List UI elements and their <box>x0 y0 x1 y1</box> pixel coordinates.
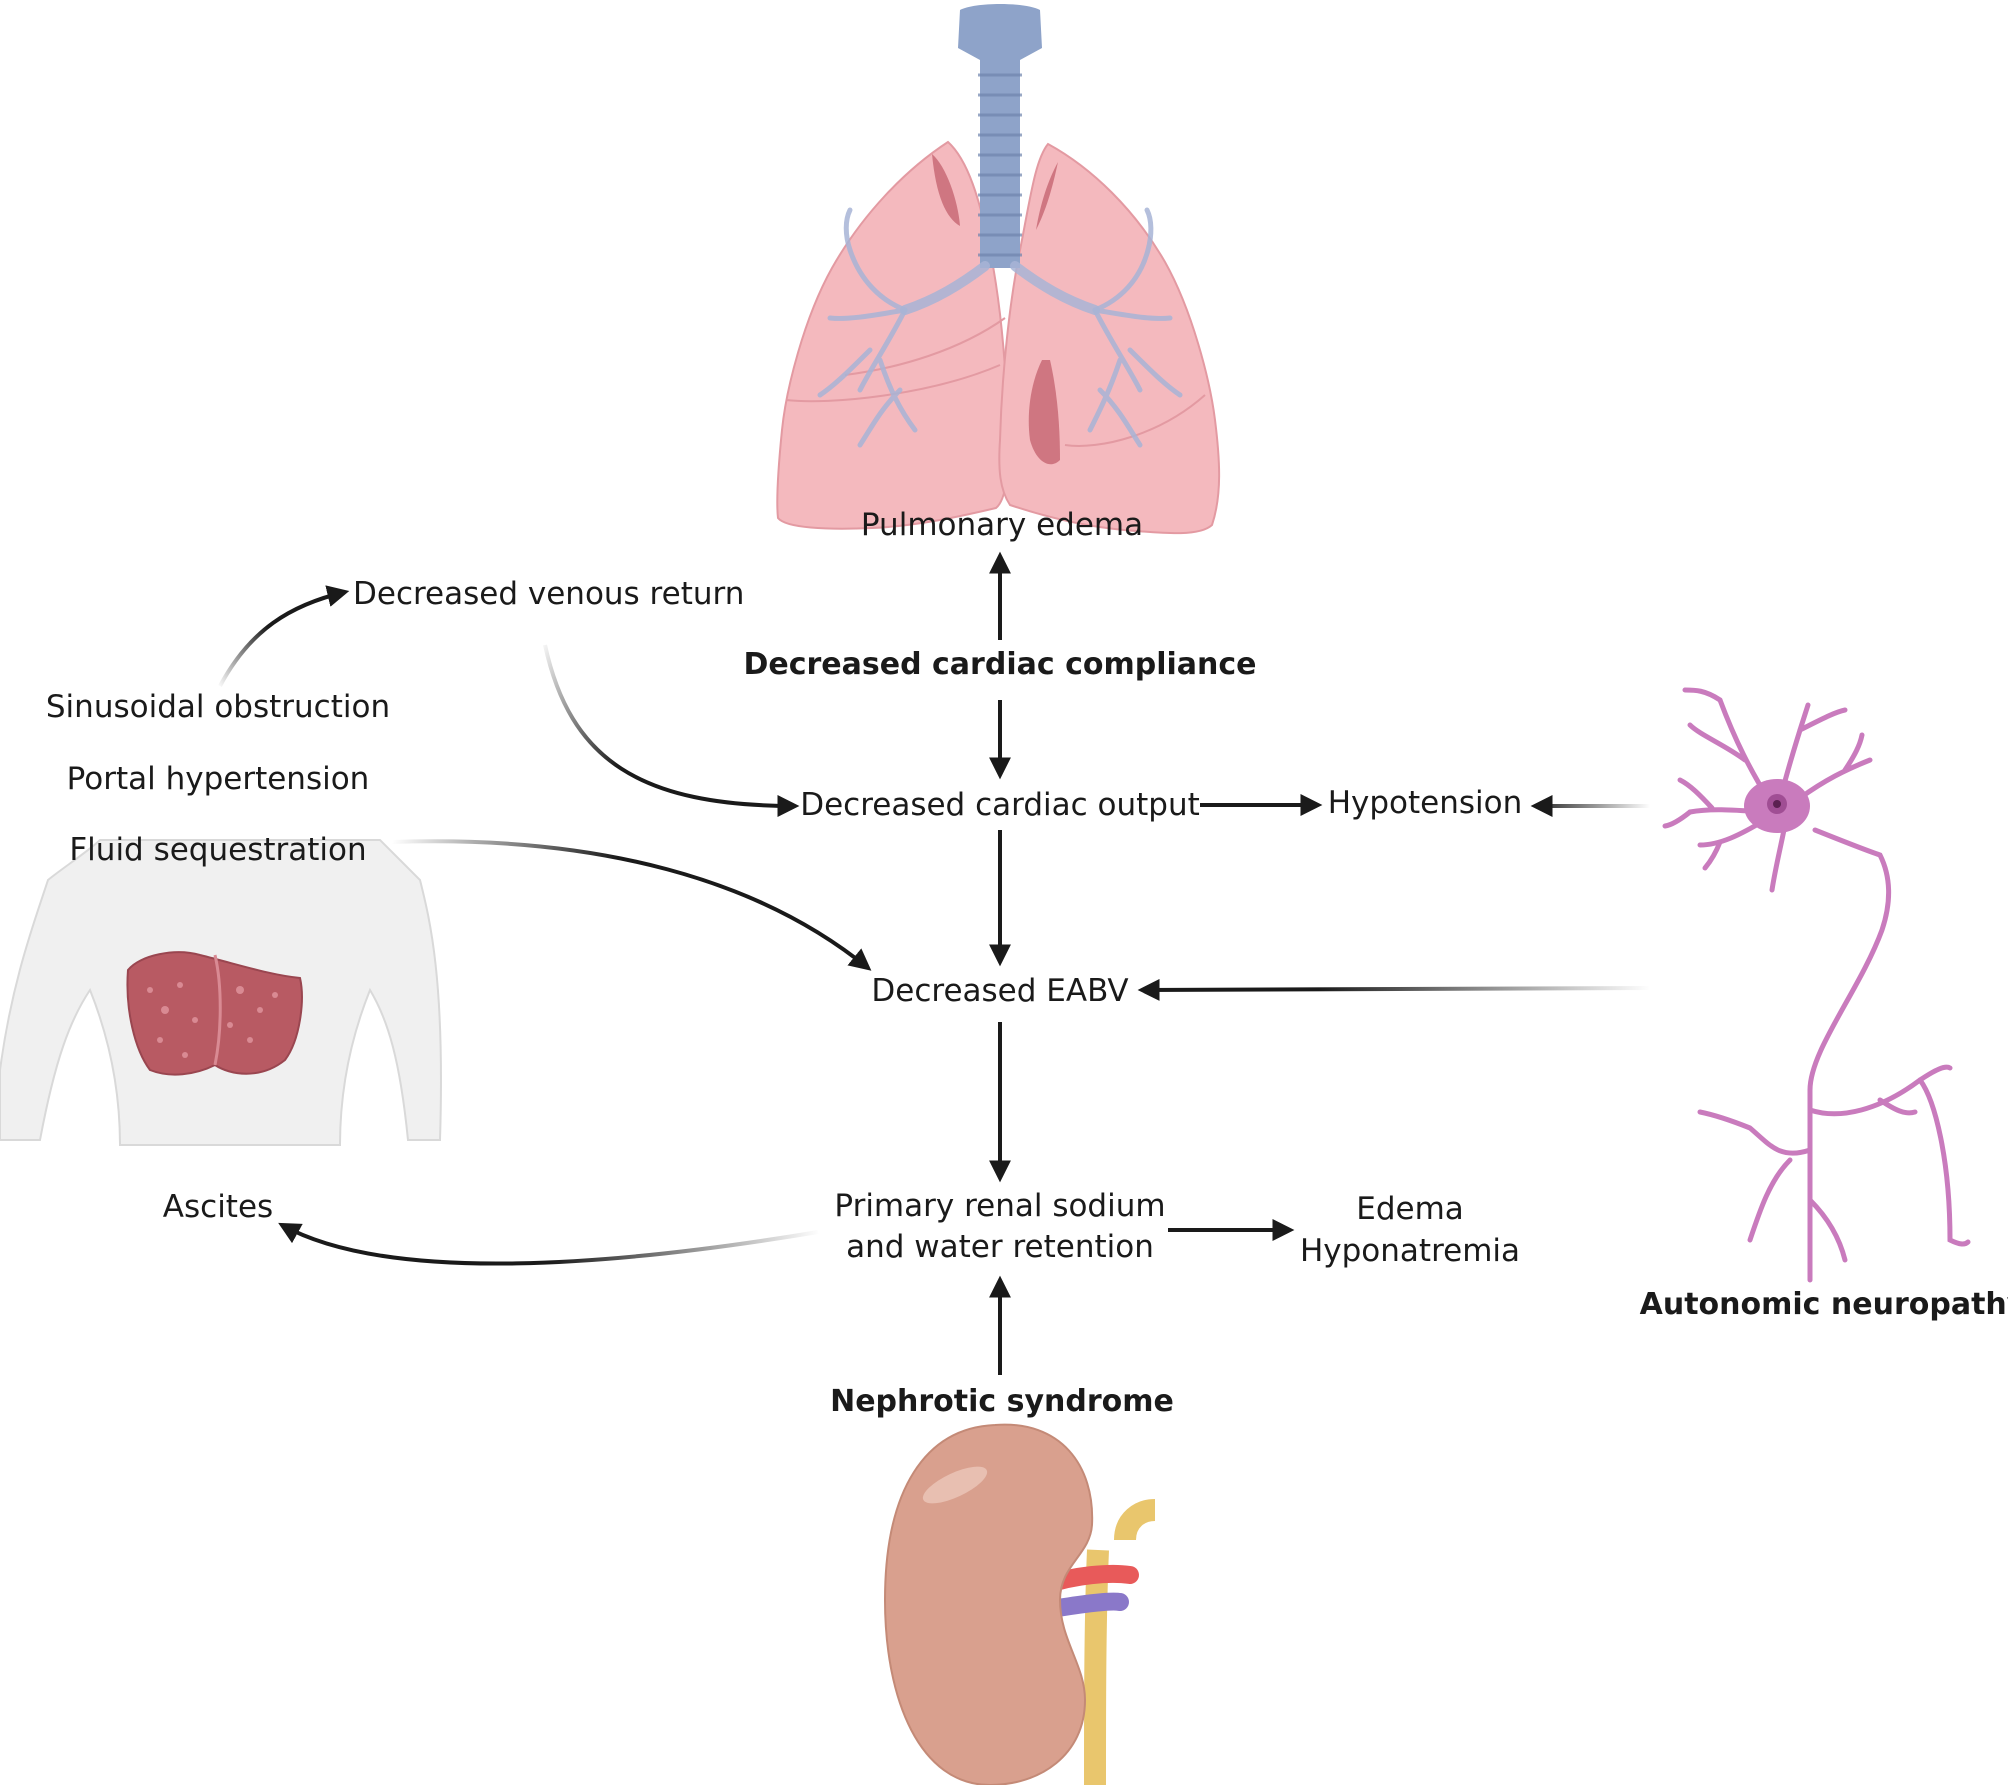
arrow-sinusoidal-to-venous-return <box>218 585 350 687</box>
torso-liver-illustration <box>0 839 442 1146</box>
nephrotic-syndrome-label: Nephrotic syndrome <box>830 1384 1174 1419</box>
portal-hypertension-label: Portal hypertension <box>66 761 370 797</box>
arrow-neuron-to-eabv <box>1137 978 1651 1001</box>
kidney-illustration <box>883 1423 1156 1785</box>
primary-renal-label-line1: Primary renal sodium <box>834 1188 1166 1224</box>
pulmonary-edema-label: Pulmonary edema <box>860 507 1144 543</box>
ascites-label: Ascites <box>162 1189 274 1225</box>
hyponatremia-label: Hyponatremia <box>1299 1233 1521 1269</box>
arrow-fluid-to-eabv <box>391 839 872 971</box>
primary-renal-label-line2: and water retention <box>846 1229 1154 1265</box>
sinusoidal-obstruction-label: Sinusoidal obstruction <box>45 689 391 725</box>
decreased-cardiac-compliance-label: Decreased cardiac compliance <box>743 647 1257 682</box>
arrow-renal-to-ascites <box>278 1222 819 1266</box>
decreased-cardiac-output-label: Decreased cardiac output <box>800 787 1200 823</box>
fluid-sequestration-label: Fluid sequestration <box>69 832 367 868</box>
decreased-eabv-label: Decreased EABV <box>871 973 1129 1009</box>
neuron-illustration <box>1662 687 1971 1283</box>
autonomic-neuropathy-label: Autonomic neuropathy <box>1639 1287 2008 1322</box>
lungs-illustration <box>776 4 1221 535</box>
arrow-venous-return-to-output <box>543 644 800 817</box>
neuron-soma <box>1744 779 1810 833</box>
edema-label: Edema <box>1356 1191 1464 1227</box>
decreased-venous-return-label: Decreased venous return <box>353 576 745 612</box>
hypotension-label: Hypotension <box>1327 785 1523 821</box>
